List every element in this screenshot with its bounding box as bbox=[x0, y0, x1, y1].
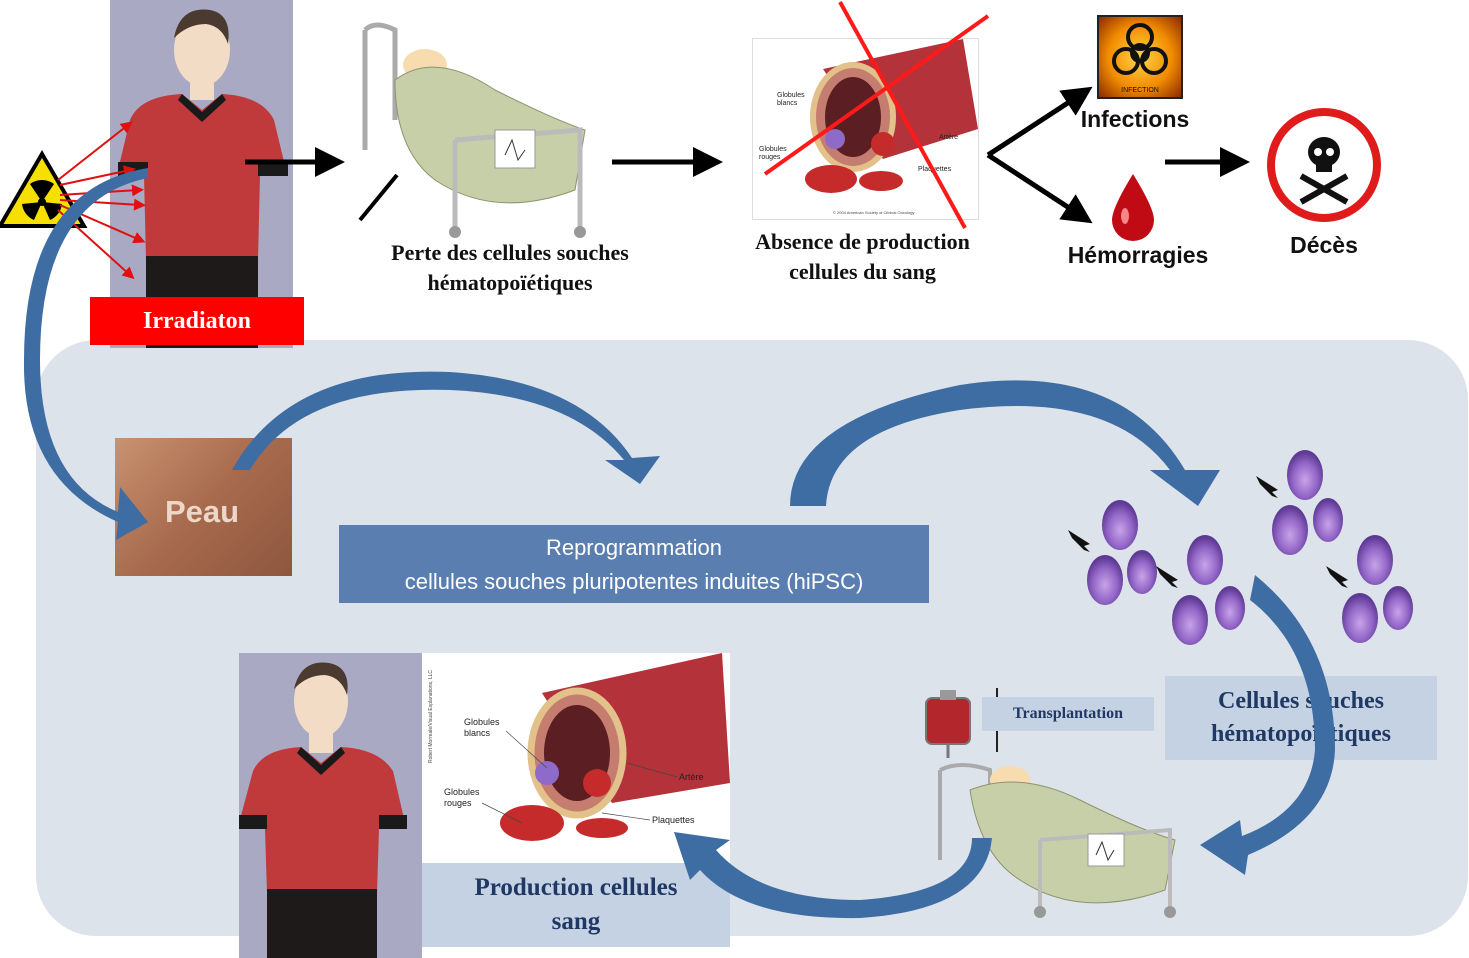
production-line: Production cellules bbox=[474, 874, 678, 901]
hospital-bed-illustration bbox=[358, 22, 586, 238]
hsc-line: Cellules souches bbox=[1217, 688, 1384, 714]
arrow-skin-to-reprogramming bbox=[232, 371, 660, 484]
production-box: Production cellules sang bbox=[422, 863, 730, 947]
caption-line: Absence de production bbox=[755, 229, 970, 254]
biohazard-symbol: INFECTION bbox=[1112, 23, 1168, 94]
cell-pointer-arrows bbox=[1068, 476, 1348, 588]
arrow-person-to-skin bbox=[23, 168, 148, 540]
production-line: sang bbox=[551, 908, 601, 935]
skin-label: Peau bbox=[165, 494, 240, 529]
caption-line: Perte des cellules souches bbox=[391, 240, 629, 265]
artery-label-white-1: Globules bbox=[464, 717, 500, 727]
crossed-artery-image: Globules blancs Globules rouges Artère P… bbox=[752, 38, 979, 220]
infection-biohazard-icon: INFECTION bbox=[1097, 15, 1183, 99]
reprogramming-line: Reprogrammation bbox=[545, 535, 723, 560]
cell-cluster-1 bbox=[1087, 500, 1157, 605]
artery-label-red-2: rouges bbox=[759, 154, 781, 161]
transplantation-label: Transplantation bbox=[982, 697, 1154, 731]
artery-illustration: Globules blancs Globules rouges Artère P… bbox=[759, 39, 978, 215]
irradiation-label: Irradiaton bbox=[90, 297, 304, 345]
artery-credit: Robert Morreale/Visual Explanations, LLC bbox=[428, 670, 434, 763]
artery-label-white-2: blancs bbox=[464, 728, 491, 738]
cell-cluster-3 bbox=[1272, 450, 1343, 555]
artery-label-red-1: Globules bbox=[444, 787, 480, 797]
hemorrhages-label: Hémorragies bbox=[1067, 242, 1209, 268]
arrow-bed-to-production bbox=[674, 832, 992, 919]
artery-illustration: Globules blancs Globules rouges Artère P… bbox=[428, 653, 730, 841]
caption-line: hématopoïétiques bbox=[427, 270, 593, 295]
stem-cell-loss-caption: Perte des cellules souches hématopoïétiq… bbox=[340, 238, 680, 298]
red-cross-mark-icon bbox=[763, 1, 990, 229]
skin-sample-image: Peau bbox=[115, 438, 292, 576]
caption-line: cellules du sang bbox=[789, 259, 936, 284]
stem-cell-clusters bbox=[1068, 450, 1413, 645]
artery-label-artery: Artère bbox=[679, 772, 704, 782]
blood-bag-icon bbox=[925, 690, 971, 758]
cell-cluster-2 bbox=[1172, 535, 1245, 645]
hsc-box: Cellules souches hématopoïétiques bbox=[1165, 676, 1437, 760]
transplant-bed-illustration bbox=[938, 763, 1176, 918]
artery-label-white-1: Globules bbox=[777, 92, 805, 99]
absence-production-caption: Absence de production cellules du sang bbox=[720, 227, 1005, 287]
arrow-to-hemorrhages bbox=[986, 152, 1093, 224]
reprogramming-line: cellules souches pluripotentes induites … bbox=[404, 569, 864, 594]
artery-label-artery: Artère bbox=[939, 134, 958, 141]
arrow-cells-to-bed bbox=[1200, 575, 1335, 875]
artery-label-red-2: rouges bbox=[444, 798, 472, 808]
radiation-hazard-icon bbox=[0, 150, 88, 228]
artery-copyright: © 2004 American Society of Clinical Onco… bbox=[833, 210, 914, 215]
artery-label-white-2: blancs bbox=[777, 100, 798, 107]
healthy-artery-image: Globules blancs Globules rouges Artère P… bbox=[422, 653, 730, 863]
person-illustration bbox=[239, 662, 407, 958]
artery-label-red-1: Globules bbox=[759, 146, 787, 153]
top-flow-arrows bbox=[57, 86, 1250, 280]
blood-drop-icon bbox=[1112, 174, 1154, 241]
reprogramming-box: Reprogrammation cellules souches pluripo… bbox=[339, 525, 929, 603]
arrow-to-infections bbox=[986, 86, 1093, 158]
infections-label: Infections bbox=[1080, 106, 1190, 132]
recovered-person-figure bbox=[239, 653, 422, 958]
arrow-reprogramming-to-cells bbox=[790, 380, 1220, 506]
hsc-line: hématopoïétiques bbox=[1211, 721, 1391, 747]
artery-label-platelets: Plaquettes bbox=[652, 815, 695, 825]
skull-death-icon bbox=[1267, 108, 1381, 222]
cell-cluster-4 bbox=[1342, 535, 1413, 643]
death-label: Décès bbox=[1290, 232, 1358, 258]
infection-sign-text: INFECTION bbox=[1121, 87, 1159, 94]
